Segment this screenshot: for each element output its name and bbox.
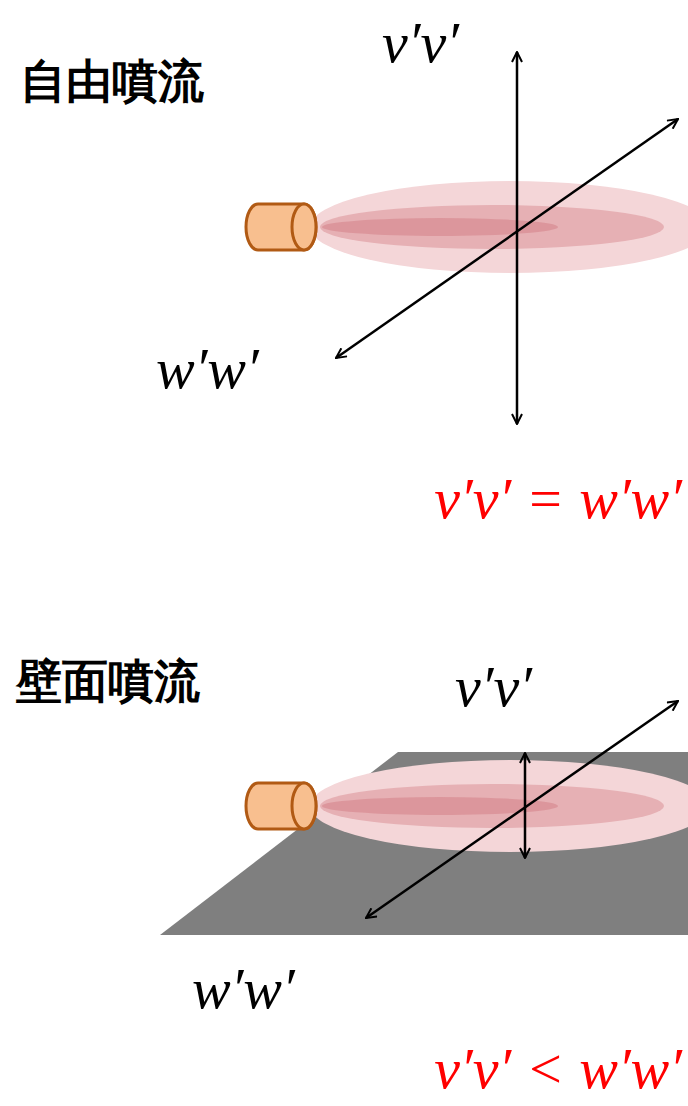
relation-label: v′v′ = w′w′ <box>434 470 682 528</box>
ww-arrow <box>336 119 678 358</box>
panel-heading: 自由噴流 <box>20 58 204 104</box>
ww-arrow <box>366 701 678 918</box>
free-jet <box>310 181 688 273</box>
vv-arrow <box>516 52 519 424</box>
nozzle <box>246 783 316 829</box>
stress-label: w′w′ <box>192 960 295 1018</box>
relation-label: v′v′ < w′w′ <box>434 1040 682 1098</box>
wall-jet <box>310 760 688 852</box>
stress-label: w′w′ <box>156 340 259 398</box>
nozzle <box>246 204 316 250</box>
panel-heading: 壁面噴流 <box>16 658 200 704</box>
stress-label: v′v′ <box>455 658 532 716</box>
stress-label: v′v′ <box>382 14 459 72</box>
